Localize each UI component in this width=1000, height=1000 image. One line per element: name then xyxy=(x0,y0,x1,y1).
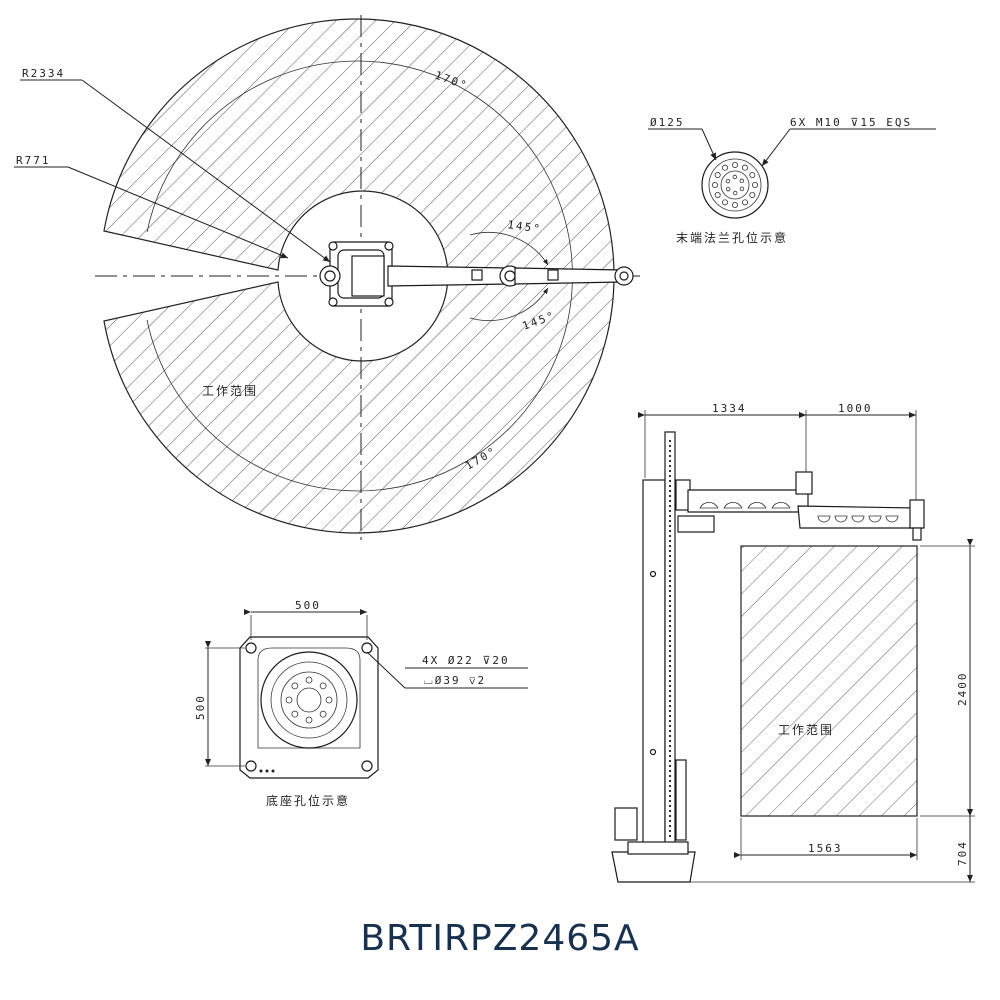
flange-hole xyxy=(749,171,756,178)
flange-inner-hole xyxy=(739,178,745,184)
arm-slot xyxy=(885,515,899,523)
base-counterbore-spec: ⌴Ø39 ⊽2 xyxy=(424,674,486,687)
flange-hole xyxy=(722,164,729,171)
model-title: BRTIRPZ2465A xyxy=(360,918,640,959)
base-bolt-hole xyxy=(319,682,327,690)
flange-hole xyxy=(742,199,749,206)
work-width-label: 1563 xyxy=(808,842,843,855)
side-work-area xyxy=(740,545,918,817)
base-bolt-hole xyxy=(291,710,299,718)
arm-slot xyxy=(834,515,848,523)
base-view: 500 500 4X Ø22 ⊽20 ⌴Ø39 ⊽2 底座孔位示意 xyxy=(194,599,528,808)
arm-slot xyxy=(747,502,767,509)
base-bolt-hole xyxy=(325,696,333,704)
flange-inner-hole xyxy=(725,178,731,184)
base-width-label: 500 xyxy=(295,599,321,612)
flange-caption: 末端法兰孔位示意 xyxy=(676,230,788,245)
flange-inner-hole xyxy=(732,190,738,196)
side-view: 1334 1000 工作范围 2400 704 1563 xyxy=(611,402,975,883)
flange-hole xyxy=(752,181,759,188)
flange-diameter-label: Ø125 xyxy=(650,116,685,129)
work-height-label: 2400 xyxy=(956,672,969,707)
base-bolt-hole xyxy=(285,696,293,704)
work-area-label-top: 工作范围 xyxy=(202,384,258,398)
flange-hole xyxy=(712,181,719,188)
flange-inner-hole xyxy=(739,186,745,192)
arm-slot xyxy=(699,502,719,509)
base-height-label: 500 xyxy=(194,694,207,720)
base-caption: 底座孔位示意 xyxy=(266,793,350,808)
arm-slot xyxy=(771,502,791,509)
flange-hole xyxy=(742,164,749,171)
arm-slot xyxy=(851,515,865,523)
arm-slot xyxy=(817,515,831,523)
base-bolt-hole xyxy=(319,710,327,718)
base-bolt-hole xyxy=(305,676,313,684)
flange-hole xyxy=(732,201,739,208)
arm-slot xyxy=(868,515,882,523)
flange-hole xyxy=(732,161,739,168)
arm-slot xyxy=(723,502,743,509)
flange-view: Ø125 6X M10 ⊽15 EQS 末端法兰孔位示意 xyxy=(648,116,936,245)
base-bolt-hole xyxy=(291,682,299,690)
base-bolt-hole xyxy=(305,716,313,724)
arm-angle-upper-label: 145° xyxy=(507,218,543,236)
flange-inner-hole xyxy=(725,186,731,192)
base-height-side-label: 704 xyxy=(956,840,969,866)
work-area-label-side: 工作范围 xyxy=(778,723,834,737)
reach-inner-label: 1334 xyxy=(712,402,747,415)
flange-inner-hole xyxy=(732,174,738,180)
radius-inner-label: R771 xyxy=(16,154,51,167)
flange-hole xyxy=(714,171,721,178)
robot-side xyxy=(611,431,925,883)
reach-outer-label: 1000 xyxy=(838,402,873,415)
radius-outer-label: R2334 xyxy=(22,67,65,80)
top-view: R2334 R771 170° 170° 145° 145° 工作范围 xyxy=(14,15,640,540)
flange-hole xyxy=(714,191,721,198)
flange-hole-spec: 6X M10 ⊽15 EQS xyxy=(790,116,912,129)
flange-hole xyxy=(722,199,729,206)
work-area-hatch xyxy=(103,18,615,534)
robot-top xyxy=(319,241,634,307)
base-hole-spec: 4X Ø22 ⊽20 xyxy=(422,654,510,667)
flange-hole xyxy=(749,191,756,198)
